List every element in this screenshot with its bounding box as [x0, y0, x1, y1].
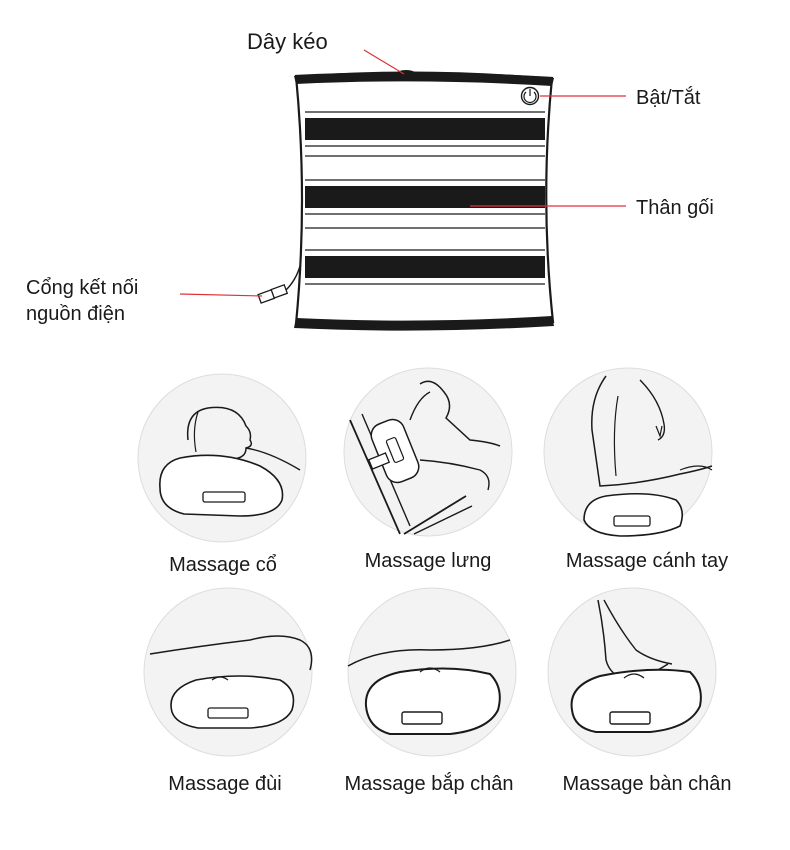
caption-foot: Massage bàn chân [562, 773, 732, 795]
pillow-top-edge [294, 71, 554, 86]
caption-back: Massage lưng [364, 550, 492, 572]
leader-line-port [179, 293, 263, 297]
usage-back [343, 367, 513, 537]
label-power: Bật/Tắt [636, 87, 701, 109]
label-port-line2: nguồn điện [26, 303, 125, 325]
label-body: Thân gối [636, 197, 714, 219]
pillow-bottom-edge [294, 316, 554, 331]
stripe [305, 118, 545, 140]
label-zipper: Dây kéo [247, 29, 328, 54]
label-port-line1: Cổng kết nối [26, 277, 139, 299]
caption-thigh: Massage đùi [168, 773, 282, 795]
usage-foot [547, 587, 717, 757]
leader-line-zipper [363, 49, 405, 75]
caption-arm: Massage cánh tay [565, 550, 729, 572]
usage-arm [543, 367, 713, 537]
caption-neck: Massage cổ [169, 554, 277, 576]
caption-calf: Massage bắp chân [344, 773, 514, 795]
power-plug-icon [257, 265, 301, 304]
usage-neck [137, 373, 307, 543]
stripe [305, 256, 545, 278]
stripe [305, 186, 545, 208]
usage-calf [347, 587, 517, 757]
usage-thigh [143, 587, 313, 757]
power-icon[interactable] [520, 86, 540, 106]
